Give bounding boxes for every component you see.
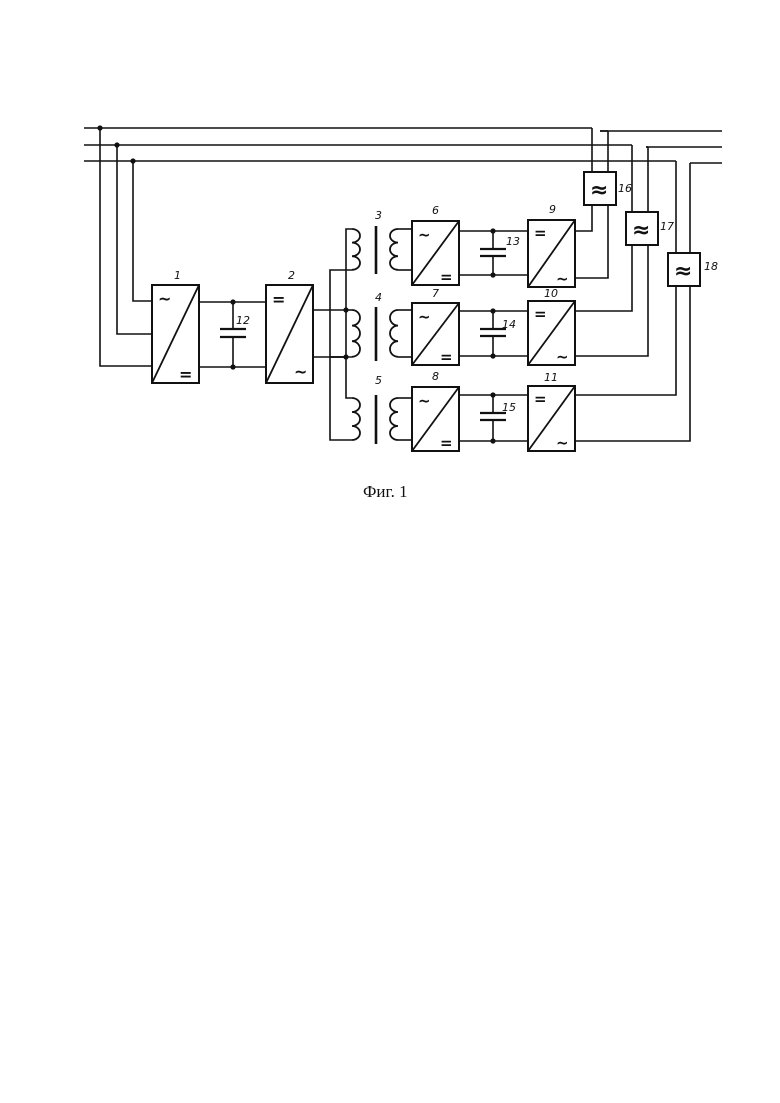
- filter-symbol: ≈: [632, 218, 650, 243]
- ac-symbol: ~: [158, 289, 171, 308]
- label-13: 13: [506, 235, 520, 248]
- label-9: 9: [549, 203, 556, 216]
- ac-symbol: ~: [556, 348, 569, 366]
- dc-link-13: 13: [459, 228, 528, 277]
- dc-link: 12: [199, 299, 266, 369]
- filter-symbol: ≈: [590, 178, 608, 203]
- label-6: 6: [432, 204, 439, 217]
- ac-symbol: ~: [418, 226, 431, 244]
- ac-symbol: ~: [418, 308, 431, 326]
- ac-symbol: ~: [556, 434, 569, 452]
- filter-17: ≈ 17: [626, 212, 674, 245]
- filter-16: ≈ 16: [584, 172, 632, 205]
- supply-bus: [84, 125, 722, 163]
- label-14: 14: [502, 318, 516, 331]
- label-4: 4: [375, 291, 382, 304]
- inverter-10: = ~ 10: [528, 287, 575, 366]
- figure-caption: Фиг. 1: [363, 482, 408, 501]
- transformer-4: 4: [352, 291, 398, 361]
- label-12: 12: [236, 314, 250, 327]
- dc-link-14: 14: [459, 308, 528, 358]
- dc-symbol: =: [179, 365, 192, 384]
- rectifier-6: ~ = 6: [412, 204, 459, 286]
- label-2: 2: [288, 269, 295, 282]
- dc-symbol: =: [272, 290, 285, 309]
- ac-symbol: ~: [418, 392, 431, 410]
- filter-symbol: ≈: [674, 259, 692, 284]
- rectifier-7: ~ = 7: [412, 287, 459, 366]
- ac-symbol: ~: [556, 270, 569, 288]
- label-8: 8: [432, 370, 439, 383]
- label-18: 18: [704, 260, 718, 273]
- primary-distribution: [313, 229, 352, 440]
- label-16: 16: [618, 182, 632, 195]
- dc-symbol: =: [440, 434, 453, 452]
- converter-2-block: = ~ 2: [266, 269, 313, 383]
- ac-symbol: ~: [294, 362, 307, 381]
- inverter-11: = ~ 11: [528, 371, 575, 452]
- dc-symbol: =: [440, 348, 453, 366]
- secondary-wiring: [398, 229, 412, 440]
- label-5: 5: [375, 374, 382, 387]
- dc-symbol: =: [534, 224, 547, 242]
- converter-1-block: ~ = 1: [152, 269, 199, 384]
- converter-1-feed: [100, 128, 152, 366]
- dc-symbol: =: [534, 305, 547, 323]
- label-11: 11: [544, 371, 558, 384]
- label-7: 7: [432, 287, 439, 300]
- dc-symbol: =: [440, 268, 453, 286]
- transformer-5: 5: [352, 374, 398, 444]
- label-17: 17: [660, 220, 674, 233]
- label-10: 10: [544, 287, 558, 300]
- rectifier-8: ~ = 8: [412, 370, 459, 452]
- dc-symbol: =: [534, 390, 547, 408]
- label-3: 3: [375, 209, 382, 222]
- label-1: 1: [174, 269, 181, 282]
- inverter-9: = ~ 9: [528, 203, 575, 288]
- transformer-3: 3: [352, 209, 398, 274]
- label-15: 15: [502, 401, 516, 414]
- filter-18: ≈ 18: [668, 253, 718, 286]
- dc-link-15: 15: [459, 392, 528, 443]
